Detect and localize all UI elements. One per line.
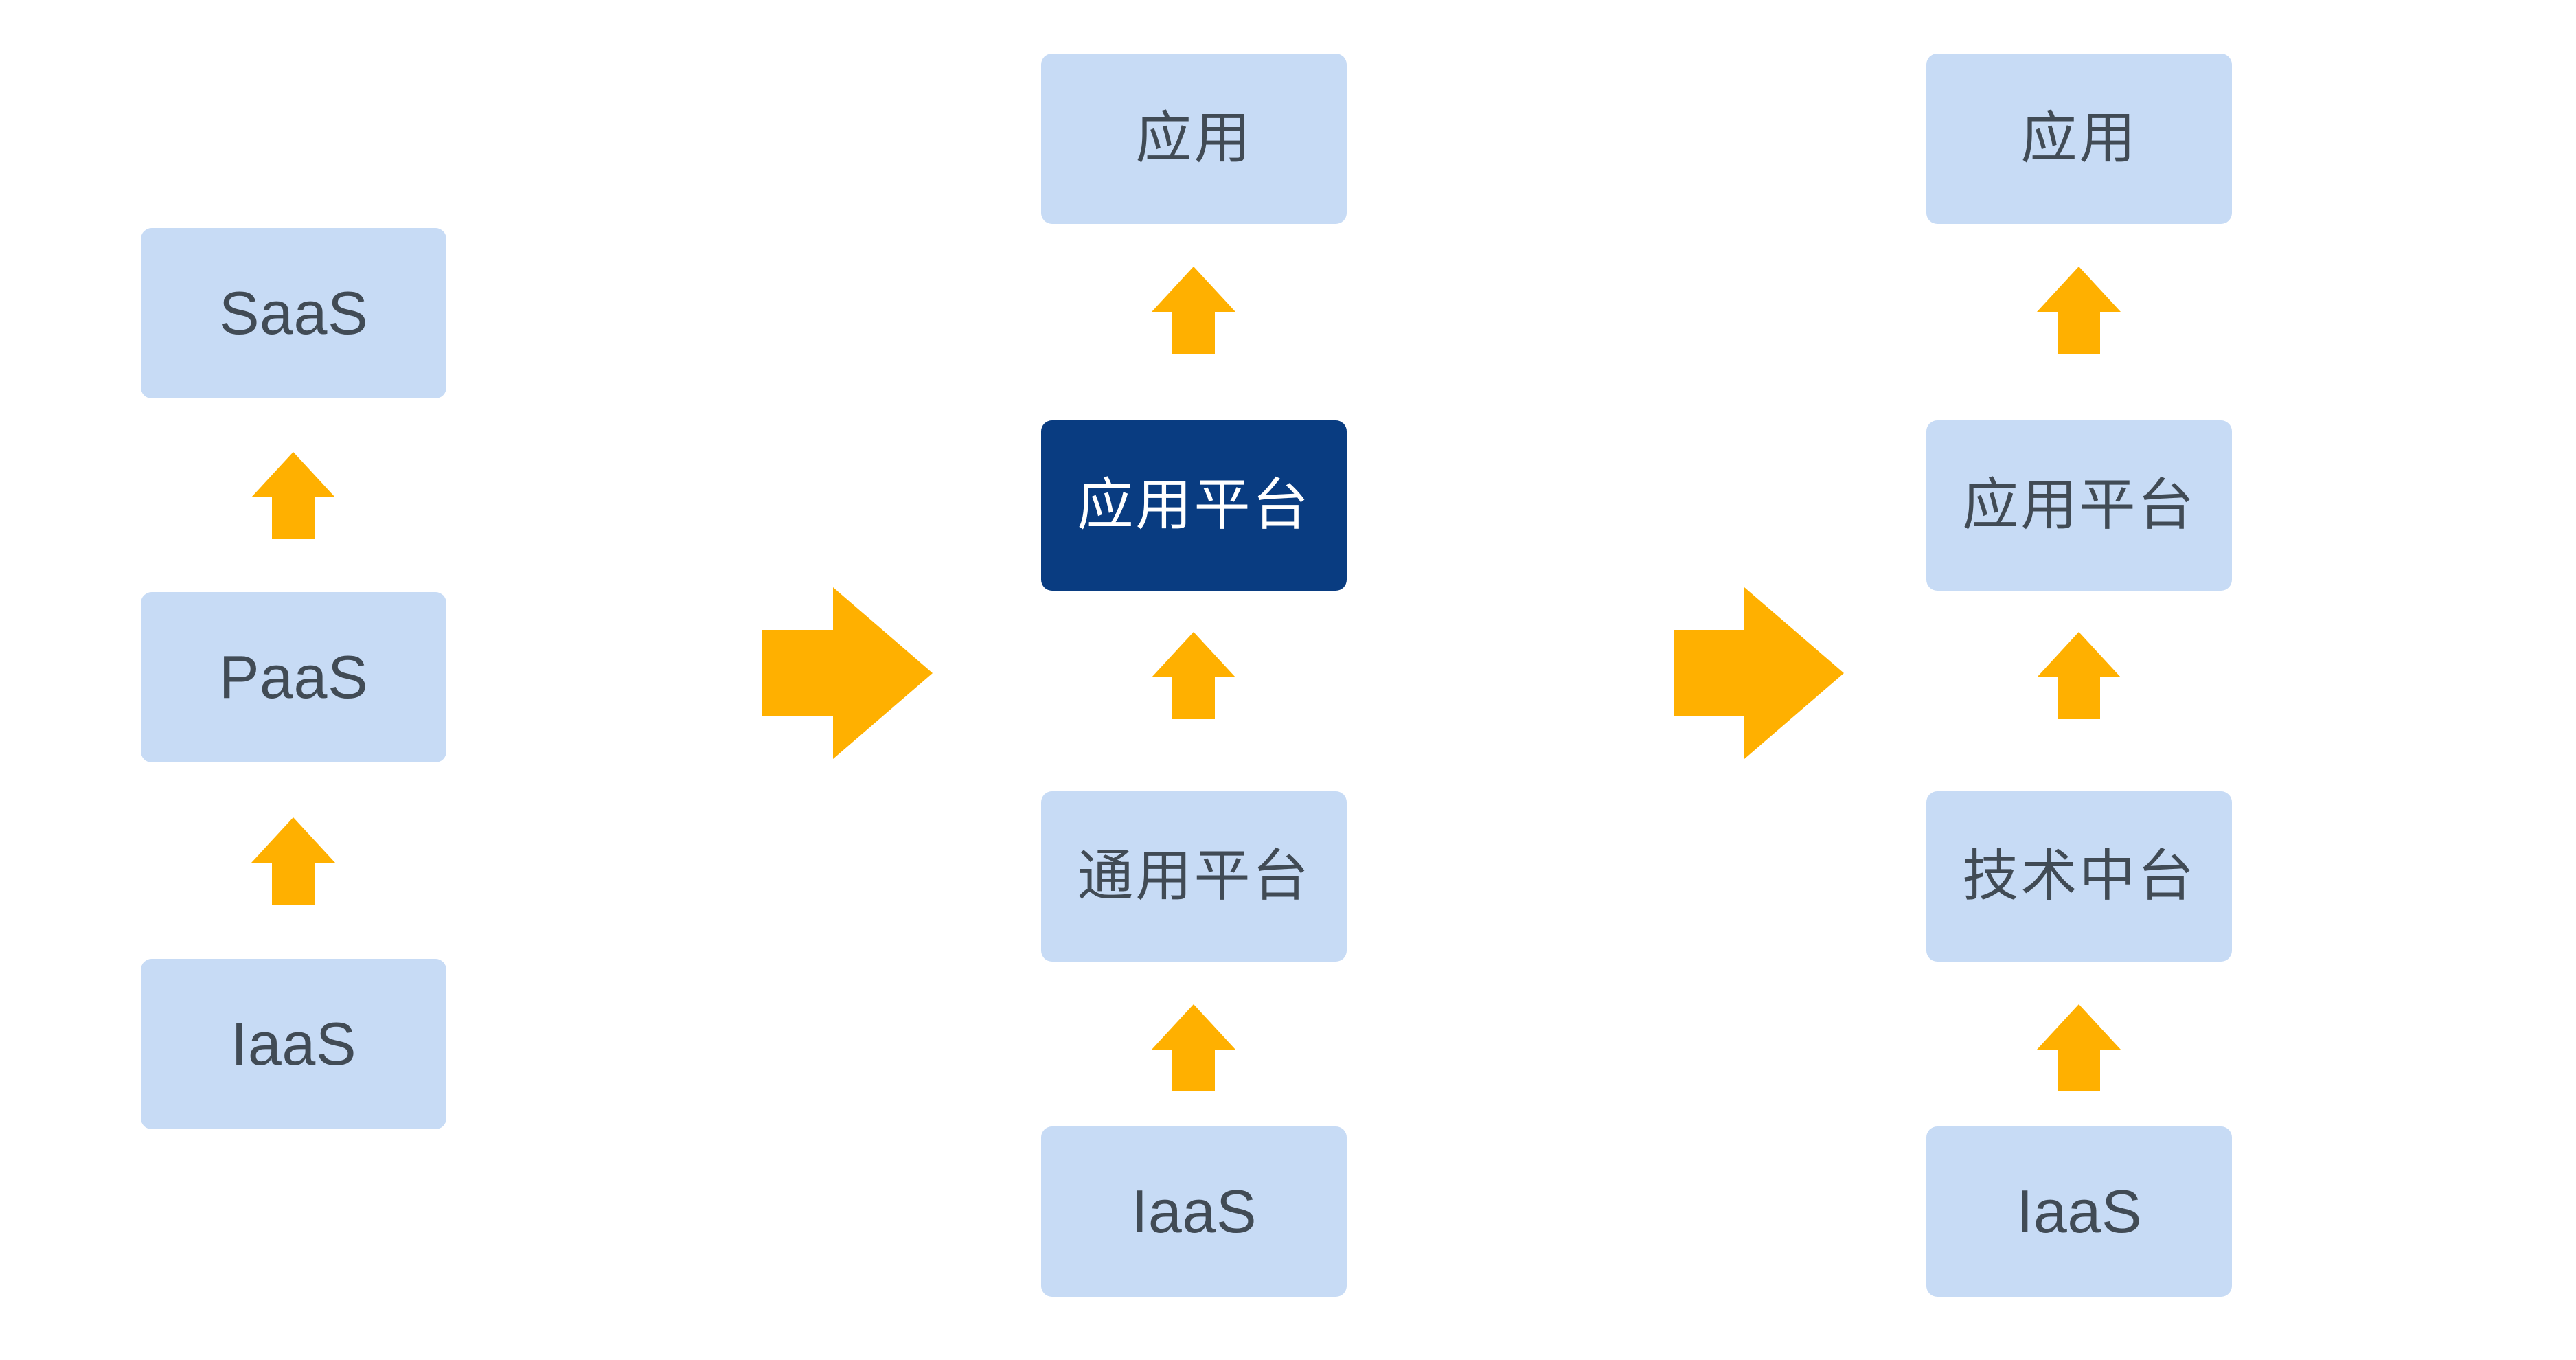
- up-arrow-tech-middle-platform-to-app-platform: [2037, 632, 2121, 719]
- up-arrow-app-platform-to-application: [2037, 267, 2121, 354]
- up-arrow-iaas-to-tech-middle-platform: [2037, 1004, 2121, 1091]
- box-iaas-label: IaaS: [2016, 1177, 2143, 1245]
- box-technology-middle-platform-label: 技术中台: [1962, 845, 2196, 907]
- box-application-platform[interactable]: 应用平台: [1926, 420, 2232, 591]
- up-arrow-paas-to-saas: [251, 452, 335, 539]
- transition-arrow-2: [1674, 587, 1844, 759]
- box-saas-label: SaaS: [218, 279, 369, 347]
- box-application-platform-label: 应用平台: [1962, 474, 2196, 536]
- box-paas[interactable]: PaaS: [141, 592, 446, 762]
- box-application-platform-label: 应用平台: [1077, 474, 1311, 536]
- box-iaas-label: IaaS: [1130, 1177, 1257, 1245]
- box-saas[interactable]: SaaS: [141, 228, 446, 398]
- box-general-platform-label: 通用平台: [1077, 845, 1311, 907]
- box-application-platform[interactable]: 应用平台: [1041, 420, 1347, 591]
- box-technology-middle-platform[interactable]: 技术中台: [1926, 791, 2232, 962]
- box-iaas[interactable]: IaaS: [1041, 1126, 1347, 1297]
- up-arrow-app-platform-to-application: [1152, 267, 1235, 354]
- box-application-label: 应用: [2020, 107, 2138, 170]
- box-application[interactable]: 应用: [1041, 54, 1347, 224]
- box-iaas[interactable]: IaaS: [141, 959, 446, 1129]
- box-iaas[interactable]: IaaS: [1926, 1126, 2232, 1297]
- up-arrow-iaas-to-paas: [251, 817, 335, 905]
- box-general-platform[interactable]: 通用平台: [1041, 791, 1347, 962]
- up-arrow-iaas-to-general-platform: [1152, 1004, 1235, 1091]
- transition-arrow-1: [762, 587, 933, 759]
- up-arrow-general-platform-to-app-platform: [1152, 632, 1235, 719]
- box-iaas-label: IaaS: [230, 1010, 357, 1078]
- box-application-label: 应用: [1135, 107, 1253, 170]
- box-application[interactable]: 应用: [1926, 54, 2232, 224]
- box-paas-label: PaaS: [218, 643, 369, 711]
